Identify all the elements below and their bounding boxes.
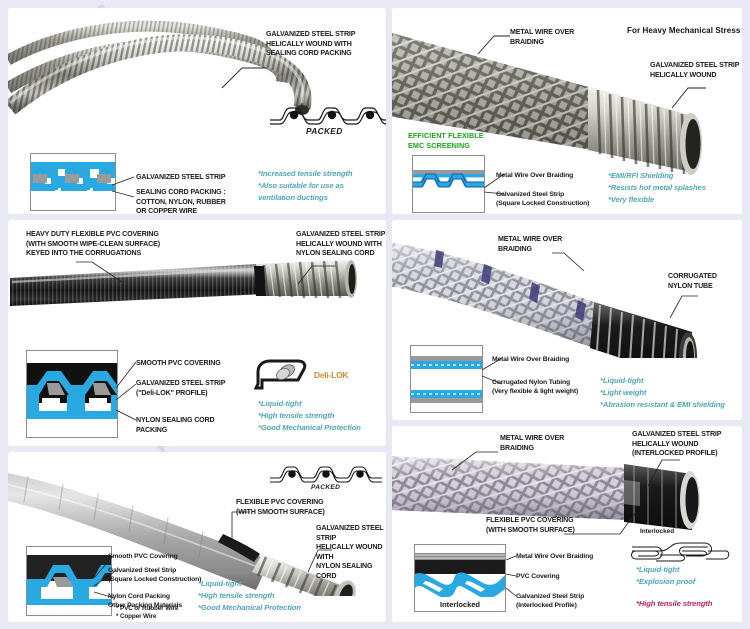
interlocked-xsection-caption: Interlocked	[440, 600, 480, 609]
conduit-photo-pvc-delilok	[10, 260, 357, 306]
callout-panel4-1: CORRUGATED NYLON TUBE	[668, 272, 717, 290]
xsection-label-panel2-1: Galvanized Steel Strip (Square Locked Co…	[496, 191, 590, 208]
features-panel5: *Liquid-tight *High tensile strength *Go…	[198, 579, 301, 612]
cross-section-panel2	[412, 155, 485, 213]
leader-line	[112, 176, 135, 198]
leader-line	[484, 173, 505, 195]
xsection-label-panel5-1: Galvanized Steel Strip (Square Locked Co…	[108, 567, 202, 584]
xsection-label-panel1-1: SEALING CORD PACKING : COTTON, NYLON, RU…	[136, 188, 226, 214]
leader-line	[298, 265, 336, 285]
leader-line	[116, 361, 137, 421]
features-panel6-red: *High tensile strength	[636, 599, 713, 608]
xsection-label-panel3-0: SMOOTH PVC COVERING	[136, 359, 221, 367]
callout-panel3-0: HEAVY DUTY FLEXIBLE PVC COVERING (WITH S…	[26, 230, 160, 258]
cross-section-panel6: Interlocked	[414, 544, 506, 612]
callout-panel6-0: METAL WIRE OVER BRAIDING	[500, 434, 565, 452]
leader-line	[506, 555, 517, 597]
features-panel3: *Liquid-tight *High tensile strength *Go…	[258, 399, 361, 432]
leader-line	[477, 35, 510, 55]
xsection-label-panel2-0: Metal Wire Over Braiding	[496, 172, 574, 179]
features-panel2: *EMI/RFI Shielding *Resists hot metal sp…	[608, 171, 706, 204]
xsection-label-panel1-0: GALVANIZED STEEL STRIP	[136, 173, 226, 181]
deli-lok-brand-text: Deli-LOK	[314, 370, 349, 380]
conduit-photo-braided-interlocked	[392, 456, 700, 530]
leader-line	[452, 451, 498, 471]
xsection-label-panel6-2: Galvanized Steel Strip (Interlocked Prof…	[516, 593, 585, 610]
leader-line	[648, 459, 680, 487]
callout-panel6-1: GALVANIZED STEEL STRIP HELICALLY WOUND (…	[632, 430, 722, 458]
leader-line	[94, 554, 115, 599]
profile-diagram-packed-panel5	[270, 466, 382, 483]
xsection-label-panel3-1: GALVANIZED STEEL STRIP ("Deli-LOK" PROFI…	[136, 379, 226, 397]
deli-lok-logo	[254, 359, 307, 390]
cross-section-panel4	[410, 345, 483, 413]
profile-diagram-interlocked	[631, 542, 730, 562]
panel-heavy-duty-pvc-deli-lok: HEAVY DUTY FLEXIBLE PVC COVERING (WITH S…	[8, 220, 386, 446]
packed-caption-panel5: PACKED	[311, 484, 341, 491]
xsection-label-panel4-1: Corrugated Nylon Tubing (Very flexible &…	[492, 379, 579, 396]
panel-metal-braided-emc-screening: METAL WIRE OVER BRAIDING For Heavy Mecha…	[392, 8, 742, 214]
interlocked-caption: Interlocked	[640, 528, 675, 535]
leader-line	[231, 511, 250, 546]
callout-panel6-2: FLEXIBLE PVC COVERING (WITH SMOOTH SURFA…	[486, 516, 575, 534]
xsection-label-panel5-0: Smooth PVC Covering	[108, 553, 178, 560]
cross-section-panel1	[30, 153, 116, 211]
leader-line	[76, 261, 123, 283]
callout-panel2-1: GALVANIZED STEEL STRIP HELICALLY WOUND	[650, 61, 740, 79]
xsection-label-panel3-2: NYLON SEALING CORD PACKING	[136, 416, 215, 434]
panel-braided-pvc-interlocked: METAL WIRE OVER BRAIDING GALVANIZED STEE…	[392, 426, 742, 622]
conduit-photo-braided-nylon	[392, 242, 697, 358]
leader-line	[482, 357, 503, 385]
panel-braided-corrugated-nylon-tube: METAL WIRE OVER BRAIDING CORRUGATED NYLO…	[392, 220, 742, 420]
leader-line	[672, 87, 706, 109]
callout-panel3-1: GALVANIZED STEEL STRIP HELICALLY WOUND W…	[296, 230, 386, 258]
leader-line	[564, 511, 637, 535]
heading-panel2: For Heavy Mechanical Stress	[627, 26, 741, 35]
features-panel1: *Increased tensile strength *Also suitab…	[258, 169, 353, 202]
callout-panel1-0: GALVANIZED STEEL STRIP HELICALLY WOUND W…	[266, 30, 356, 58]
packed-caption-panel1: PACKED	[306, 126, 343, 136]
leader-line	[308, 549, 332, 573]
conduit-photo-pvc-grey	[8, 472, 356, 596]
emc-screening-note: EFFICIENT FLEXIBLE EMC SCREENING	[408, 131, 484, 151]
conduit-photo-packed	[8, 20, 312, 115]
panel-galvanized-steel-strip-packed: GALVANIZED STEEL STRIP HELICALLY WOUND W…	[8, 8, 386, 214]
conduit-photo-braided-emc	[392, 33, 702, 175]
callout-panel4-0: METAL WIRE OVER BRAIDING	[498, 235, 563, 253]
cross-section-panel3	[26, 350, 118, 438]
xsection-label-panel4-0: Metal Wire Over Braiding	[492, 356, 570, 363]
cross-section-panel5	[26, 546, 112, 616]
leader-line	[670, 295, 698, 319]
callout-panel2-0: METAL WIRE OVER BRAIDING	[510, 28, 575, 46]
xsection-label-panel5-3: * PVC or Rubber Wire	[116, 605, 179, 612]
features-panel4: *Liquid-tight *Light weight *Abrasion re…	[600, 376, 725, 409]
callout-panel5-0: FLEXIBLE PVC COVERING (WITH SMOOTH SURFA…	[236, 498, 325, 516]
callout-panel5-1: GALVANIZED STEEL STRIP HELICALLY WOUND W…	[316, 524, 384, 580]
panel-flexible-pvc-square-locked: PACKED FLEXIBLE PVC COVERING (WITH SMOOT…	[8, 452, 386, 622]
leader-line	[221, 67, 266, 89]
features-panel6-teal: *Liquid-tight *Explosion proof	[636, 565, 696, 586]
xsection-label-panel6-1: PVC Covering	[516, 573, 560, 580]
profile-diagram-packed	[270, 107, 386, 125]
xsection-label-panel5-2: Nylon Cord Packing Other Packing Materia…	[108, 593, 182, 610]
xsection-label-panel5-4: * Copper Wire	[116, 613, 157, 620]
xsection-label-panel6-0: Metal Wire Over Braiding	[516, 553, 594, 560]
leader-line	[552, 252, 585, 272]
